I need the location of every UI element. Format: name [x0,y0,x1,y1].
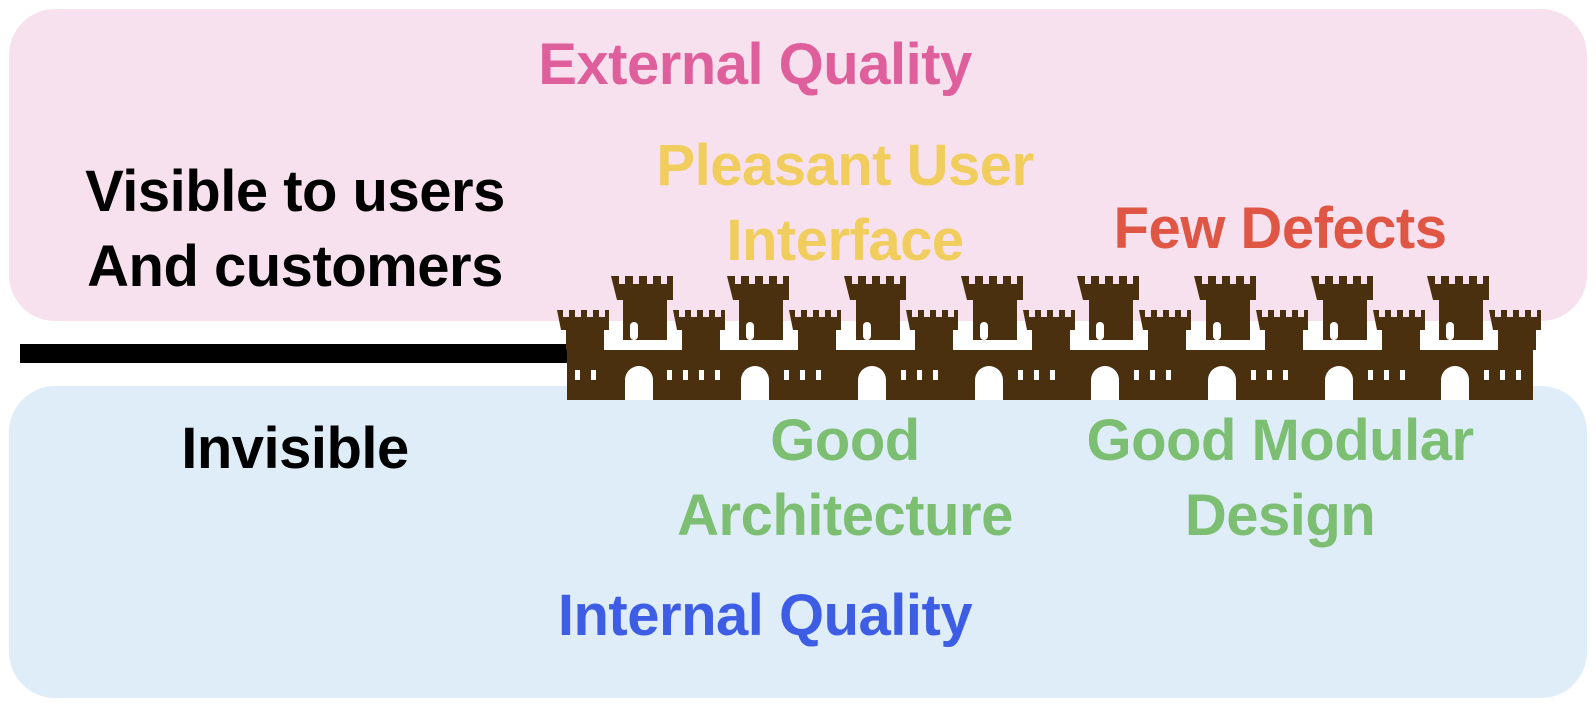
visible-label: Visible to users And customers [20,154,570,304]
good-modular-line1: Good Modular [1086,408,1474,473]
visible-label-line1: Visible to users [85,159,505,224]
good-modular-line2: Design [1184,483,1376,548]
pleasant-user-interface-label: Pleasant User Interface [600,128,1090,278]
pleasant-ui-line1: Pleasant User [656,133,1034,198]
internal-quality-title: Internal Quality [557,583,973,648]
castle-wall-icon [557,276,1541,400]
few-defects-label: Few Defects [1113,196,1447,261]
visibility-divider-line [20,344,575,363]
good-architecture-line2: Architecture [677,483,1013,548]
external-quality-panel [9,9,1587,321]
visible-label-line2: And customers [87,234,503,299]
good-architecture-line1: Good [770,408,920,473]
good-modular-design-label: Good Modular Design [1040,403,1520,553]
pleasant-ui-line2: Interface [726,208,964,273]
good-architecture-label: Good Architecture [600,403,1090,553]
invisible-label: Invisible [181,416,409,481]
external-quality-title: External Quality [538,32,972,97]
internal-quality-panel [9,386,1587,698]
